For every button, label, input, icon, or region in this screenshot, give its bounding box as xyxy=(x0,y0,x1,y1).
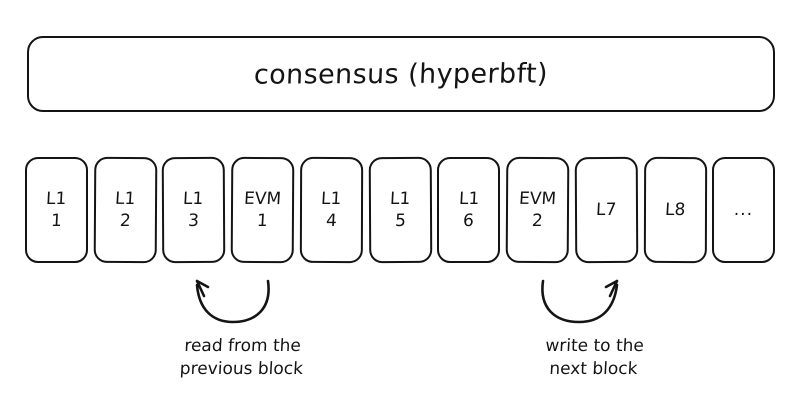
block-evm-2-secondary-label: 2 xyxy=(531,210,544,231)
block-evm-1-primary-label: EVM xyxy=(243,188,282,209)
consensus-bar: consensus (hyperbft) xyxy=(27,36,775,112)
read-annotation-line2: previous block xyxy=(179,358,304,379)
block-evm-1-secondary-label: 1 xyxy=(256,210,269,231)
block-l1-6-secondary-label: 6 xyxy=(462,210,475,231)
write-annotation: write to the next block xyxy=(507,335,681,381)
block-l1-1-primary-label: L1 xyxy=(45,188,68,209)
block-evm-2-primary-label: EVM xyxy=(518,188,557,209)
block-l7-primary-label: L7 xyxy=(595,199,617,220)
block-l1-6-primary-label: L1 xyxy=(458,188,480,209)
block-l1-3-secondary-label: 3 xyxy=(188,210,200,231)
block-l1-5-secondary-label: 5 xyxy=(394,210,407,231)
write-annotation-line2: next block xyxy=(548,358,639,379)
block-l8-primary-label: L8 xyxy=(664,199,686,220)
block-l1-5-primary-label: L1 xyxy=(389,188,411,209)
block-l1-1-secondary-label: 1 xyxy=(50,210,63,231)
write-arrow xyxy=(541,279,619,324)
block-l1-2-primary-label: L1 xyxy=(114,188,136,209)
block-l1-3-primary-label: L1 xyxy=(183,188,205,209)
consensus-label: consensus (hyperbft) xyxy=(253,57,549,91)
write-annotation-line1: write to the xyxy=(544,336,645,356)
block-ellipsis[interactable]: ... xyxy=(712,157,776,263)
block-ellipsis-primary-label: ... xyxy=(733,199,754,220)
block-l7[interactable]: L7 xyxy=(574,156,638,264)
block-l8[interactable]: L8 xyxy=(643,156,707,264)
read-annotation-line1: read from the xyxy=(183,336,302,356)
read-arrow xyxy=(195,279,270,324)
block-l1-2-secondary-label: 2 xyxy=(119,210,132,231)
block-l1-4-secondary-label: 4 xyxy=(325,210,338,231)
block-l1-4-primary-label: L1 xyxy=(320,188,343,209)
read-annotation: read from the previous block xyxy=(151,335,333,381)
